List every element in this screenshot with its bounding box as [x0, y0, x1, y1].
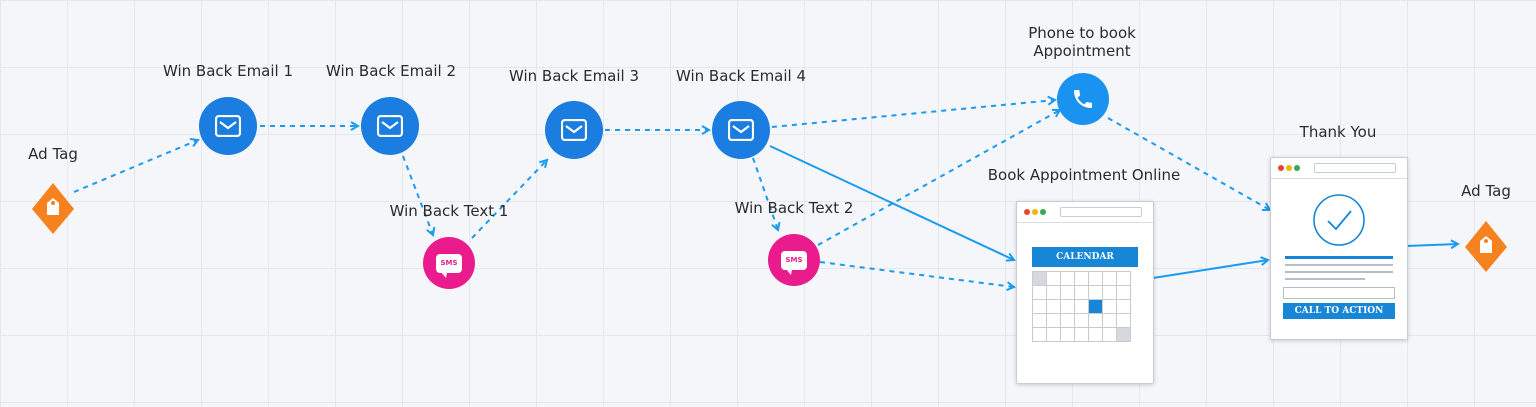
sms-glyph: SMS — [440, 259, 458, 267]
window-dot-green — [1040, 209, 1046, 215]
url-bar — [1060, 207, 1142, 217]
sms-icon: SMS — [781, 250, 807, 275]
connector-email4-phone — [771, 100, 1055, 128]
label-email-4: Win Back Email 4 — [675, 67, 807, 85]
window-dot-yellow — [1286, 165, 1292, 171]
email-node-2[interactable] — [361, 97, 419, 155]
label-phone: Phone to book Appointment — [1028, 24, 1136, 60]
email-icon — [215, 115, 241, 137]
tag-icon[interactable] — [1463, 219, 1509, 274]
email-node-1[interactable] — [199, 97, 257, 155]
calendar-heading: CALENDAR — [1032, 247, 1138, 267]
connector-text1-email3 — [471, 160, 547, 239]
window-dot-green — [1294, 165, 1300, 171]
connector-thankyou-adtag — [1406, 244, 1458, 246]
tag-icon[interactable] — [30, 181, 76, 236]
sms-glyph: SMS — [785, 256, 803, 264]
connector-adtag-email1 — [73, 140, 198, 193]
email-node-4[interactable] — [712, 101, 770, 159]
connector-text2-calendar — [819, 261, 1014, 287]
label-email-3: Win Back Email 3 — [508, 67, 640, 85]
window-dot-yellow — [1032, 209, 1038, 215]
text-line — [1285, 264, 1393, 266]
connector-calendar-thankyou — [1152, 260, 1268, 279]
label-book-online: Book Appointment Online — [987, 166, 1181, 184]
label-thank-you: Thank You — [1299, 123, 1377, 141]
label-text-1: Win Back Text 1 — [389, 202, 509, 220]
calendar-page[interactable]: CALENDAR — [1016, 201, 1154, 384]
email-icon — [377, 115, 403, 137]
phone-node[interactable] — [1057, 73, 1109, 125]
email-icon — [561, 119, 587, 141]
connector-email4-text2 — [752, 157, 778, 230]
email-node-3[interactable] — [545, 101, 603, 159]
connector-email4-calendar — [769, 145, 1014, 260]
sms-node-2[interactable]: SMS — [768, 234, 820, 286]
label-ad-tag-end: Ad Tag — [1461, 182, 1511, 200]
label-text-2: Win Back Text 2 — [734, 199, 854, 217]
connector-email2-text1 — [402, 155, 433, 235]
form-input — [1283, 287, 1395, 299]
label-email-2: Win Back Email 2 — [325, 62, 457, 80]
browser-bar — [1271, 158, 1407, 179]
sms-icon: SMS — [436, 253, 462, 278]
text-line — [1285, 278, 1365, 280]
window-dot-red — [1278, 165, 1284, 171]
url-bar — [1314, 163, 1396, 173]
connector-text2-phone — [817, 110, 1060, 246]
label-ad-tag-start: Ad Tag — [28, 145, 78, 163]
email-icon — [728, 119, 754, 141]
text-line — [1285, 256, 1393, 259]
text-line — [1285, 271, 1393, 273]
calendar-grid — [1032, 271, 1131, 342]
checkmark-icon — [1313, 194, 1365, 246]
connector-phone-thankyou — [1107, 117, 1270, 210]
call-to-action-button[interactable]: CALL TO ACTION — [1283, 303, 1395, 319]
label-email-1: Win Back Email 1 — [162, 62, 294, 80]
window-dot-red — [1024, 209, 1030, 215]
thank-you-page[interactable]: CALL TO ACTION — [1270, 157, 1408, 340]
browser-bar — [1017, 202, 1153, 223]
sms-node-1[interactable]: SMS — [423, 237, 475, 289]
phone-icon — [1074, 90, 1092, 108]
